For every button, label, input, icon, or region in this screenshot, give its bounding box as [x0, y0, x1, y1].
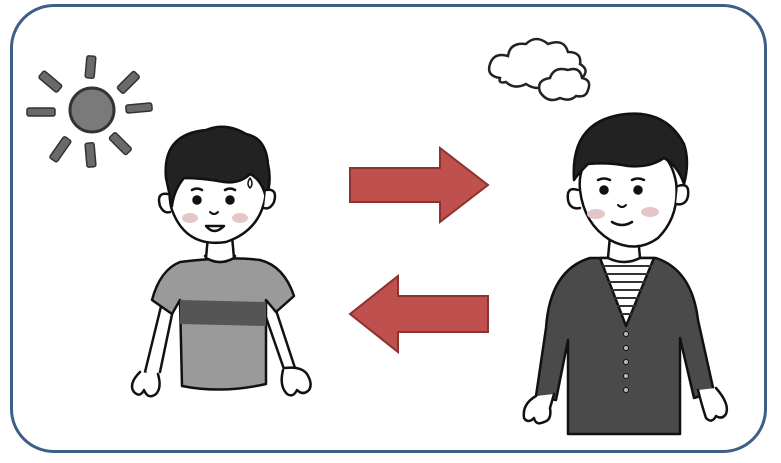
- cloud-icon: [489, 39, 589, 100]
- arrow-left-icon: [350, 276, 488, 352]
- sun-icon: [27, 56, 152, 168]
- boy-summer: [132, 127, 311, 396]
- boy-autumn: [524, 114, 727, 434]
- arrow-right-icon: [350, 148, 488, 222]
